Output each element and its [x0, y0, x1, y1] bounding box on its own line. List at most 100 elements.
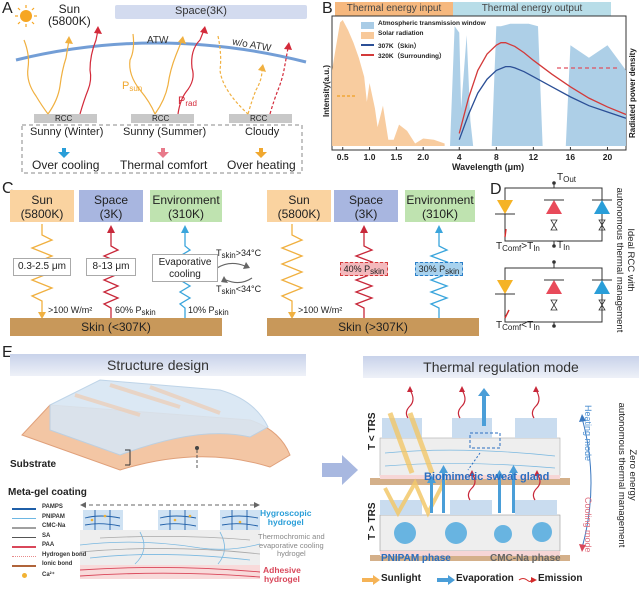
source-box-environment: Environment(310K) [150, 190, 222, 222]
scenario-condition: Cloudy [245, 126, 280, 138]
flux-value: 10% P [188, 305, 215, 315]
source-name: Sun [31, 193, 53, 207]
mode-high-label: T > TRS [367, 502, 378, 540]
series-atmospheric-transmission-window [450, 23, 626, 146]
panel-d-side-label: Ideal RCC with autonomous thermal manage… [614, 180, 636, 340]
valve-icon [550, 219, 558, 231]
legend-label: Solar radiation [378, 30, 424, 37]
x-axis-label: Wavelength (μm) [452, 162, 525, 172]
t-symbol: T [557, 240, 564, 251]
source-temp: (5800K) [277, 207, 321, 221]
legend-label: PNIPAM [42, 513, 65, 520]
switch-icon [504, 228, 507, 238]
legend-swatch [12, 508, 36, 510]
p-sun-symbol: P [122, 80, 130, 92]
legend-emission: Emission [538, 573, 583, 584]
layer-line: Hygroscopic [260, 508, 312, 518]
legend-swatch [12, 546, 36, 548]
y-axis-label-right: Radiated power density [628, 48, 637, 138]
t-sub: Comf [502, 244, 522, 253]
t-symbol: T [496, 241, 503, 252]
legend-sunlight: Sunlight [381, 573, 421, 584]
legend-swatch [12, 527, 36, 529]
scenario-outcome: Over heating [227, 158, 296, 172]
zigzag-space [354, 232, 374, 320]
panel-a-graphics [15, 5, 307, 174]
rcc-block [131, 114, 194, 123]
diode-icon [497, 280, 513, 294]
sun-icon [15, 5, 37, 27]
rcc-block [229, 114, 292, 123]
x-tick-label: 20 [602, 152, 613, 162]
p-rad-label: Prad [178, 95, 197, 108]
legend-label: 307K（Skin） [378, 43, 421, 50]
switch-icon [504, 309, 510, 319]
flux-env-left: 10% Pskin [188, 305, 229, 317]
x-tick-label: 4 [456, 152, 462, 162]
legend-label: Ionic bond [42, 561, 73, 567]
x-tick-label: 1.0 [363, 152, 376, 162]
valve-icon [598, 299, 606, 311]
source-box-environment: Environment(310K) [405, 190, 475, 222]
zero-energy-label: Zero energy autonomous thermal managemen… [616, 390, 638, 560]
t-sub: In [563, 243, 570, 252]
flux-space-left: 60% Pskin [115, 305, 156, 317]
source-name: Environment [152, 193, 220, 207]
spectrum-chart [331, 15, 627, 151]
source-temp: (3K) [99, 207, 123, 221]
t-symbol: T [557, 172, 564, 183]
panel-label-a: A [2, 0, 13, 17]
legend-label: Atmospheric transmission window [378, 20, 486, 27]
side-label-line2: autonomous thermal management [614, 187, 625, 333]
source-temp: (3K) [354, 207, 378, 221]
panel-c-graphics [30, 224, 449, 320]
sun-label: Sun (5800K) [48, 3, 91, 27]
legend-label: 320K（Surrounding） [378, 53, 446, 60]
rcc-label: RCC [250, 114, 268, 123]
legend-label: PAMPS [42, 504, 63, 510]
cooling-mode-label: Cooling mode [583, 497, 593, 553]
structure-design-header: Structure design [10, 354, 306, 376]
sun-name: Sun [58, 2, 81, 16]
p-sun-label: Psun [122, 80, 142, 93]
layer-line: Adhesive [263, 565, 301, 575]
legend-label: Ca²⁺ [42, 571, 55, 578]
right-arrow-icon [322, 455, 358, 485]
panel-label-c: C [2, 180, 14, 197]
condition-bottom: TComf<TIn [496, 320, 540, 332]
t-symbol: T [216, 248, 222, 258]
source-box-space: Space(3K) [334, 190, 398, 222]
atw-label: ATW [147, 35, 169, 46]
evaporation-arrow-icon [437, 575, 455, 585]
source-temp: (5800K) [20, 207, 64, 221]
diode-icon [546, 200, 562, 214]
layer-line: hydrogel [263, 574, 300, 584]
series-solar-radiation [332, 20, 445, 146]
flux-sub: skin [214, 308, 229, 317]
source-box-sun: Sun(5800K) [267, 190, 331, 222]
diode-icon [497, 200, 513, 214]
scenario-condition: Sunny (Winter) [30, 126, 104, 138]
x-tick-label: 8 [493, 152, 499, 162]
condition-top: TComf>TIn [496, 241, 540, 253]
thermal-regulation-header: Thermal regulation mode [363, 356, 639, 378]
x-tick-label: 0.5 [336, 152, 349, 162]
space-label: Space(3K) [175, 5, 227, 17]
layer-line: hydrogel [267, 517, 304, 527]
source-temp: (310K) [167, 207, 205, 221]
meta-gel-coating-label: Meta-gel coating [8, 487, 87, 498]
source-box-sun: Sun(5800K) [10, 190, 74, 222]
cmc-phase-label: CMC-Na phase [490, 553, 561, 564]
legend-swatch [361, 22, 374, 29]
legend-swatch [361, 54, 374, 56]
scenario-outcome: Thermal comfort [120, 158, 208, 172]
thermal-regulation-illustration [370, 386, 592, 561]
skin-bar-cool: Skin (<307K) [10, 318, 222, 336]
band-env-line2: cooling [169, 269, 201, 280]
meta-gel-structure-illustration [21, 379, 291, 471]
hydrogel-cross-section [79, 502, 261, 579]
t-op: <T [521, 320, 534, 331]
p-rad-sub: rad [185, 99, 197, 108]
